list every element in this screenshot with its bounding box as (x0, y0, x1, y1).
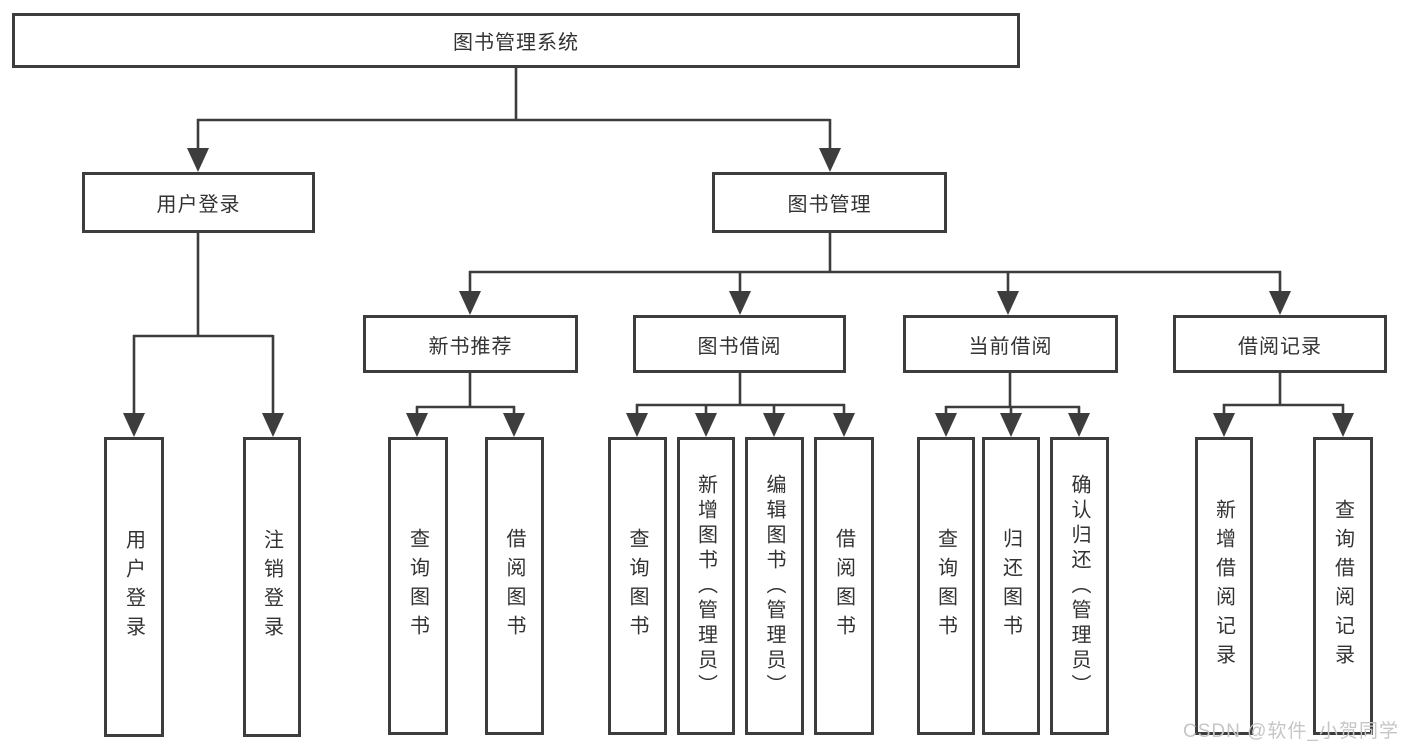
node-user-login: 用户登录 (104, 437, 164, 737)
node-book-borrowing: 图书借阅 (633, 315, 846, 373)
node-add-books-admin: 新增图书（管理员） (677, 437, 735, 735)
node-borrow-books-recommend: 借阅图书 (485, 437, 544, 735)
node-add-borrowing-record: 新增借阅记录 (1195, 437, 1253, 735)
edge-new-book-recommend-children (406, 373, 525, 437)
node-current-borrowing: 当前借阅 (903, 315, 1118, 373)
node-query-books-borrow: 查询图书 (608, 437, 667, 735)
edge-root-to-level2 (187, 68, 841, 172)
node-query-books-recommend: 查询图书 (388, 437, 448, 735)
node-library-management-system: 图书管理系统 (12, 13, 1020, 68)
node-logout: 注销登录 (243, 437, 301, 737)
node-return-books: 归还图书 (982, 437, 1040, 735)
node-user-login-group: 用户登录 (82, 172, 315, 233)
node-book-management: 图书管理 (712, 172, 947, 233)
node-new-book-recommendation: 新书推荐 (363, 315, 578, 373)
node-query-borrowing-record: 查询借阅记录 (1313, 437, 1373, 735)
edge-current-borrowing-children (935, 373, 1090, 437)
node-confirm-return-admin: 确认归还（管理员） (1050, 437, 1109, 735)
edge-borrowing-records-children (1213, 373, 1354, 437)
node-borrow-books-borrow: 借阅图书 (814, 437, 874, 735)
edge-book-management-children (459, 233, 1291, 315)
edge-user-login-children (123, 233, 284, 437)
node-edit-books-admin: 编辑图书（管理员） (745, 437, 804, 735)
node-query-books-current: 查询图书 (917, 437, 975, 735)
node-borrowing-records: 借阅记录 (1173, 315, 1387, 373)
csdn-watermark: CSDN @软件_小贺同学 (1183, 721, 1399, 742)
edge-book-borrowing-children (626, 373, 855, 437)
